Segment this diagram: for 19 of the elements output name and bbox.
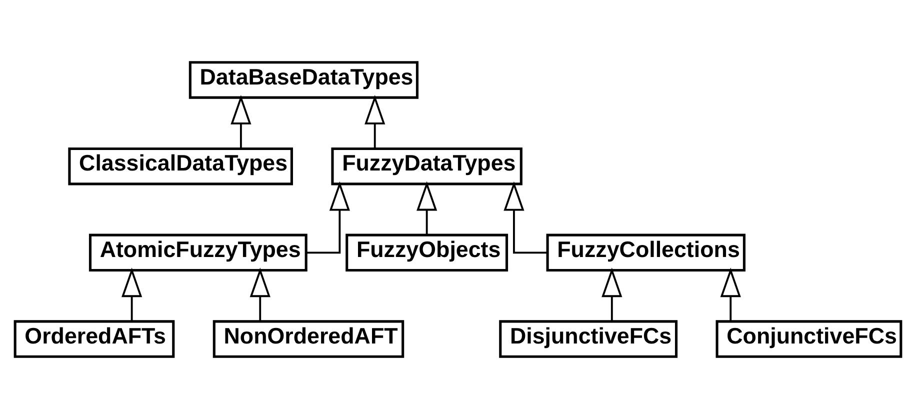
arrow [504,180,548,254]
arrow [720,267,741,321]
node-box: FuzzyCollections [546,233,746,272]
node-box: DisjunctiveFCs [499,320,678,358]
node-box: ConjunctiveFCs [716,320,902,358]
arrow [364,94,386,148]
arrow [122,267,142,321]
arrow [416,180,438,234]
node-box: DataBaseDataTypes [188,60,418,98]
arrow [602,267,622,321]
arrow [306,180,350,254]
node-box: OrderedAFTs [14,320,175,358]
node-box: NonOrderedAFT [212,320,404,358]
arrow [230,94,252,148]
arrow [250,267,270,321]
node-box: AtomicFuzzyTypes [88,233,308,272]
node-box: FuzzyDataTypes [331,146,522,185]
node-box: ClassicalDataTypes [68,146,293,185]
node-box: FuzzyObjects [346,233,508,272]
